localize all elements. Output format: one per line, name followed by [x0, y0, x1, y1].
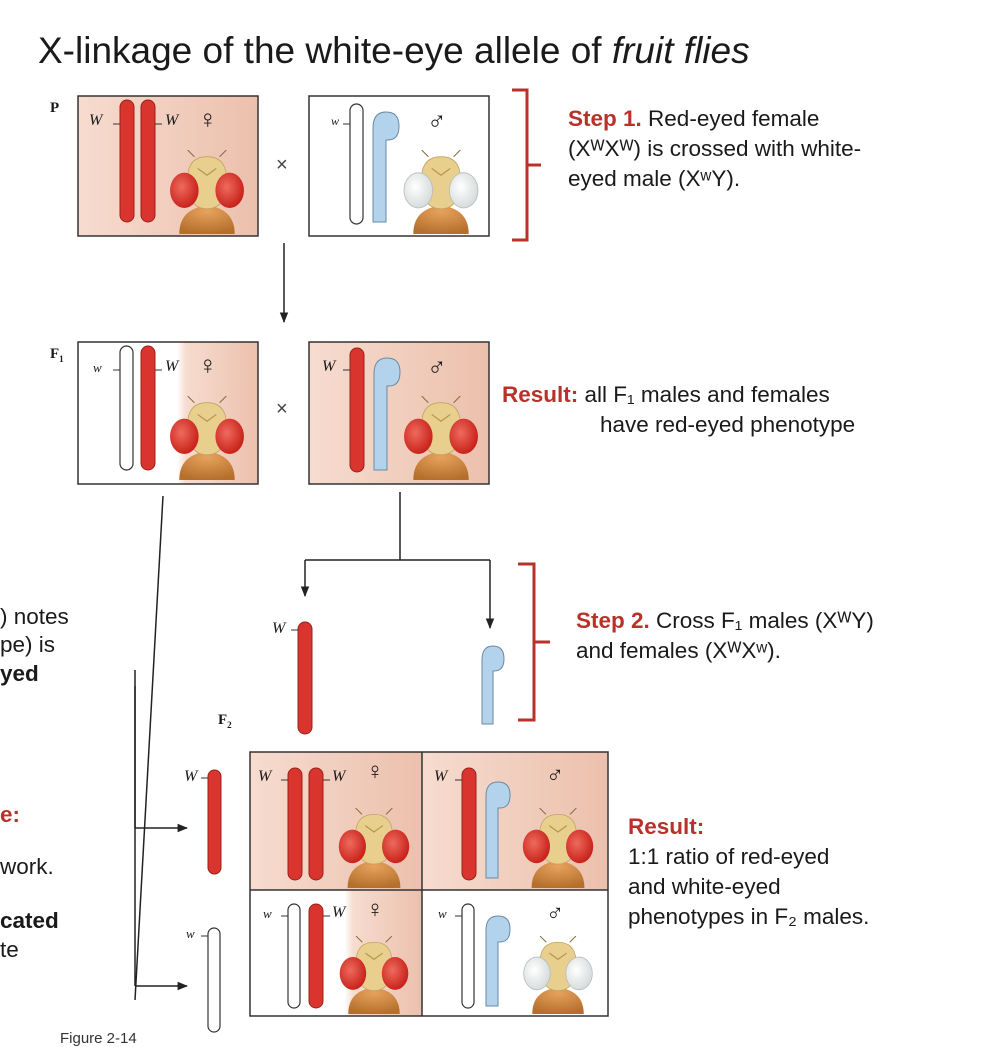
male-symbol: ♂	[546, 900, 564, 927]
allele-label: W	[89, 112, 103, 129]
allele-label: w	[186, 926, 195, 941]
left-fragment: cated	[0, 908, 59, 933]
f1-male-box	[308, 341, 490, 485]
left-fragment: yed	[0, 661, 39, 686]
result1-text: Result: all F₁ males and females have re…	[502, 382, 856, 437]
allele-label: W	[272, 620, 286, 637]
male-symbol: ♂	[546, 762, 564, 789]
page-title: X-linkage of the white-eye allele of fru…	[38, 30, 750, 72]
step1-bracket	[512, 88, 541, 242]
f1-female-box	[77, 341, 259, 485]
allele-label: W	[165, 358, 179, 375]
allele-label: W	[322, 358, 336, 375]
f1-gametes	[291, 621, 505, 735]
p-label: P	[50, 100, 60, 116]
left-fragment: ) notes	[0, 604, 69, 629]
male-symbol: ♂	[427, 106, 447, 136]
male-symbol: ♂	[427, 352, 447, 382]
title-italic: fruit flies	[611, 30, 750, 71]
f2-label: F2	[218, 712, 232, 730]
female-symbol: ♀	[366, 758, 384, 785]
left-fragment: work.	[0, 854, 54, 879]
left-fragment: e:	[0, 802, 21, 827]
figure-label: Figure 2-14	[60, 1030, 137, 1047]
f1-branch-lines	[134, 492, 495, 1001]
step1-text: Step 1. Red-eyed female (XᵂXᵂ) is crosse…	[568, 106, 862, 191]
allele-label: w	[438, 906, 447, 921]
female-symbol: ♀	[366, 896, 384, 923]
allele-label: w	[93, 360, 102, 375]
step2-text: Step 2. Cross F₁ males (XᵂY) and females…	[576, 608, 874, 663]
allele-label: W	[434, 768, 448, 785]
allele-label: W	[184, 768, 198, 785]
allele-label: W	[165, 112, 179, 129]
allele-label: W	[258, 768, 272, 785]
female-symbol: ♀	[198, 350, 218, 380]
allele-label: W	[332, 904, 346, 921]
female-symbol: ♀	[198, 104, 218, 134]
f2-egg-gametes	[201, 769, 222, 1033]
allele-label: w	[331, 114, 340, 128]
allele-label: W	[332, 768, 346, 785]
p-female-box	[77, 95, 259, 237]
result2-text: Result: 1:1 ratio of red-eyed and white-…	[628, 814, 870, 929]
left-fragment: pe) is	[0, 632, 56, 657]
step2-bracket	[518, 562, 550, 722]
p-male-box	[308, 95, 490, 237]
f1-label: F1	[50, 346, 64, 364]
title-text: X-linkage of the white-eye allele of	[38, 30, 612, 71]
left-fragment: te	[0, 937, 19, 962]
cross-symbol-p: ×	[276, 154, 288, 176]
allele-label: w	[263, 906, 272, 921]
cross-symbol-f1: ×	[276, 398, 288, 420]
f2-punnett-square	[249, 751, 609, 1017]
